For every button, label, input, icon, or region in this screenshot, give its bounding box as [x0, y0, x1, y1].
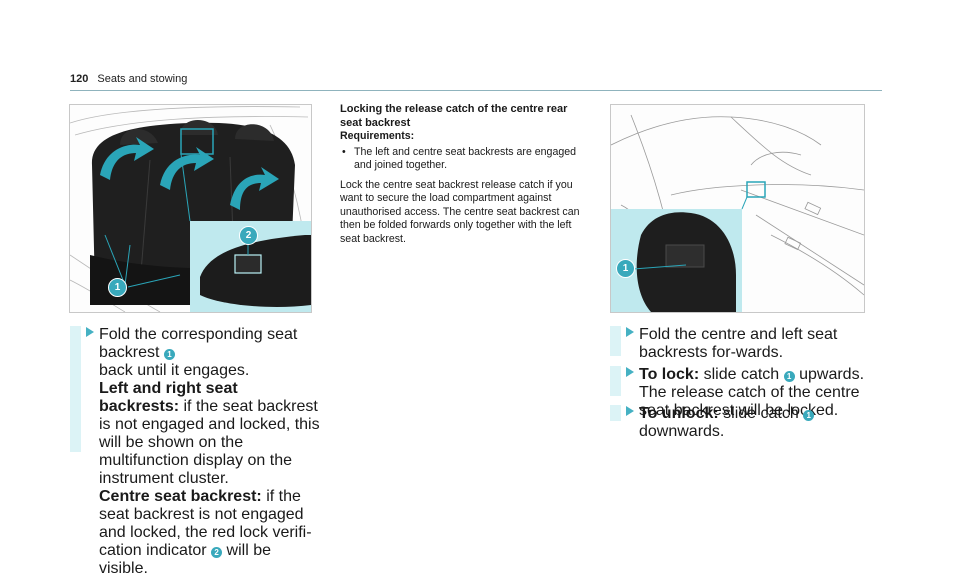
centre-text-2: cation indicator [99, 542, 207, 559]
load-compartment-illustration: 1 [610, 104, 865, 313]
callout-1: 1 [108, 278, 127, 297]
lock-result-text: The release catch of the centre seat bac… [639, 384, 860, 419]
section-heading: Locking the release catch of the centre … [340, 103, 568, 129]
lock-title: To lock: [639, 366, 700, 383]
left-right-text: if the seat [179, 398, 253, 415]
callout-1-right: 1 [616, 259, 635, 278]
right-step-unlock: To unlock: slide catch 1 downwards. [610, 405, 870, 440]
rear-seat-drawing [70, 106, 311, 312]
callout-2: 2 [239, 226, 258, 245]
note-bar [610, 366, 621, 396]
unlock-title: To unlock: [639, 405, 719, 422]
lock-text: slide catch [699, 366, 780, 383]
requirement-item: The left and centre seat backrests are e… [340, 146, 585, 173]
unlock-text: slide catch [718, 405, 799, 422]
note-bar [70, 326, 81, 452]
section-body: Lock the centre seat backrest release ca… [340, 178, 580, 245]
note-bar [610, 405, 621, 421]
step-text-2: back until it engages. [99, 362, 250, 379]
locking-section: Locking the release catch of the centre … [340, 103, 585, 246]
left-instruction: Fold the corresponding seat backrest 1 b… [70, 326, 320, 577]
right-step-lock: To lock: slide catch 1 upwards. The rele… [610, 366, 870, 419]
unlock-text-2: downwards. [639, 423, 725, 440]
ref-badge-unlock: 1 [803, 410, 815, 421]
lock-text-2: upwards. [794, 366, 865, 383]
ref-badge-1: 1 [163, 349, 175, 360]
rear-seat-illustration: 1 2 [69, 104, 312, 313]
step-arrow-icon [86, 327, 94, 337]
ref-badge-2: 2 [211, 547, 223, 558]
step-text: Fold the corresponding seat backrest [99, 326, 298, 361]
step-arrow-icon [626, 406, 634, 416]
header-rule [70, 90, 882, 91]
page-number: 120 [70, 73, 89, 85]
left-right-text-2: backrest is not engaged and locked, this… [99, 398, 320, 487]
centre-title: Centre seat backrest: [99, 488, 262, 505]
section-title: Seats and stowing [97, 73, 188, 85]
right-step-fold: Fold the centre and left seat backrests … [610, 326, 870, 361]
step-arrow-icon [626, 367, 634, 377]
step-arrow-icon [626, 327, 634, 337]
requirements-label: Requirements: [340, 130, 415, 142]
ref-badge-lock: 1 [783, 371, 795, 382]
left-right-title: Left and right seat backrests: [99, 380, 238, 415]
note-bar [610, 326, 621, 356]
page-header: 120 Seats and stowing [70, 73, 187, 85]
load-compartment-drawing [611, 114, 864, 312]
fold-text: Fold the centre and left seat backrests … [639, 326, 838, 361]
